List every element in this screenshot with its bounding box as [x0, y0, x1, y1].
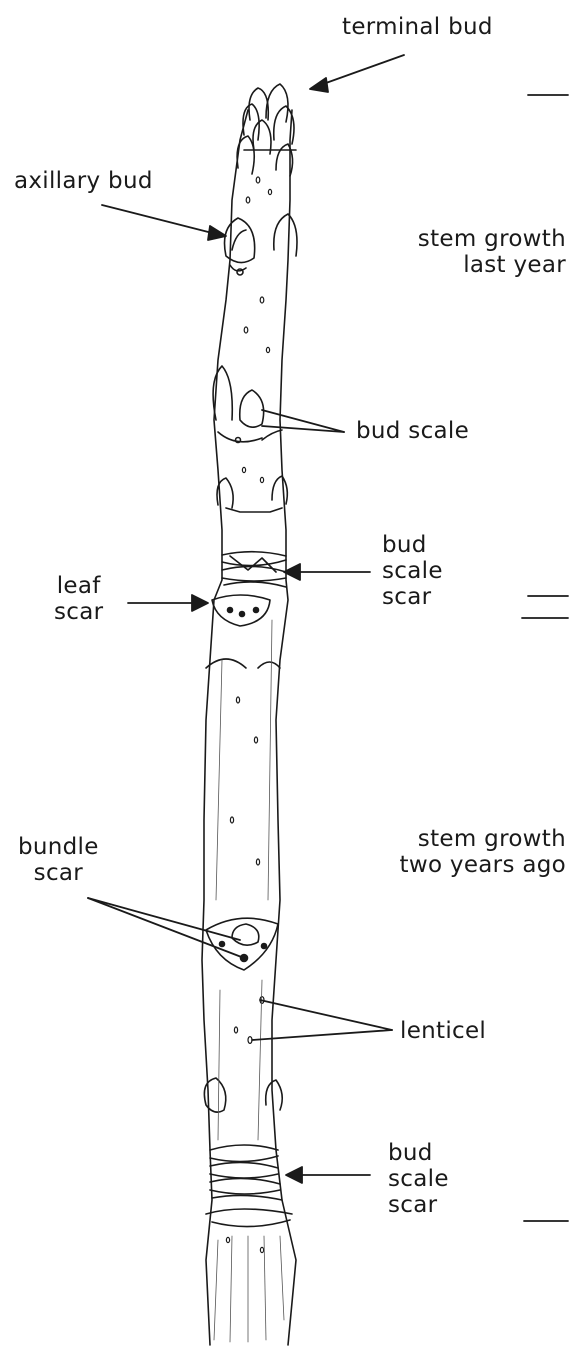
- small-bud-icon: [204, 1078, 282, 1112]
- pointer-lines: [88, 55, 404, 1183]
- bark-grain: [214, 620, 284, 1342]
- stem-growth-last-year-label: stem growth last year: [418, 226, 566, 278]
- stem-outline-left: [202, 110, 248, 1345]
- lenticel-label: lenticel: [400, 1018, 486, 1044]
- bud-scale-scar-lower-rings: [206, 1145, 292, 1227]
- bud-scale-scar-rings: [222, 552, 286, 587]
- node-icon: [206, 659, 280, 668]
- axillary-bud-label: axillary bud: [14, 168, 153, 194]
- terminal-bud-label: terminal bud: [342, 14, 493, 40]
- small-bud-icon: [237, 136, 292, 176]
- leaf-scar-label: leaf scar: [54, 573, 103, 625]
- leaf-scar-icon: [212, 595, 270, 626]
- bud-scale-scar-upper-label: bud scale scar: [382, 532, 443, 610]
- leaf-scar-lower-icon: [206, 918, 278, 970]
- stem-growth-two-years-ago-label: stem growth two years ago: [400, 826, 566, 878]
- axillary-bud-icon: [225, 214, 298, 275]
- stem-outline-right: [272, 110, 296, 1345]
- bud-scale-scar-lower-label: bud scale scar: [388, 1140, 449, 1218]
- bark-texture: [226, 177, 271, 1253]
- bundle-scar-label: bundle scar: [18, 834, 99, 886]
- bud-scale-icon: [213, 366, 282, 443]
- small-bud-icon: [217, 476, 287, 512]
- bud-scale-label: bud scale: [356, 418, 469, 444]
